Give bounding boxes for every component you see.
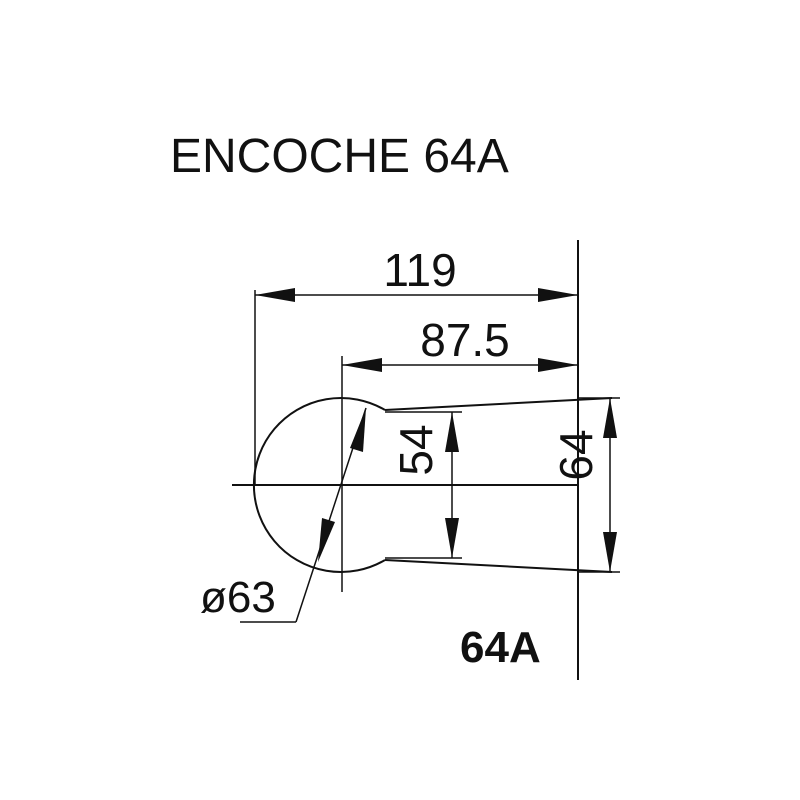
arrow-icon bbox=[445, 412, 459, 452]
arrow-icon bbox=[603, 532, 617, 572]
diameter-label: ø63 bbox=[200, 573, 276, 622]
notch-circle-outline bbox=[252, 397, 386, 573]
dimension-64-label: 64 bbox=[550, 429, 602, 480]
arrow-icon bbox=[603, 398, 617, 438]
arrow-icon bbox=[538, 358, 578, 372]
arrow-icon bbox=[350, 408, 366, 452]
dimension-87-5-label: 87.5 bbox=[420, 314, 510, 366]
arrow-icon bbox=[255, 288, 295, 302]
arrow-icon bbox=[318, 518, 335, 562]
dimension-119-label: 119 bbox=[383, 244, 456, 296]
dimension-54-label: 54 bbox=[390, 424, 442, 475]
drawing-title: ENCOCHE 64A bbox=[170, 130, 509, 183]
notch-bottom-edge bbox=[384, 559, 613, 573]
arrow-icon bbox=[342, 358, 382, 372]
notch-top-edge bbox=[384, 397, 613, 411]
arrow-icon bbox=[538, 288, 578, 302]
notch-code-label: 64A bbox=[460, 623, 541, 672]
arrow-icon bbox=[445, 518, 459, 558]
